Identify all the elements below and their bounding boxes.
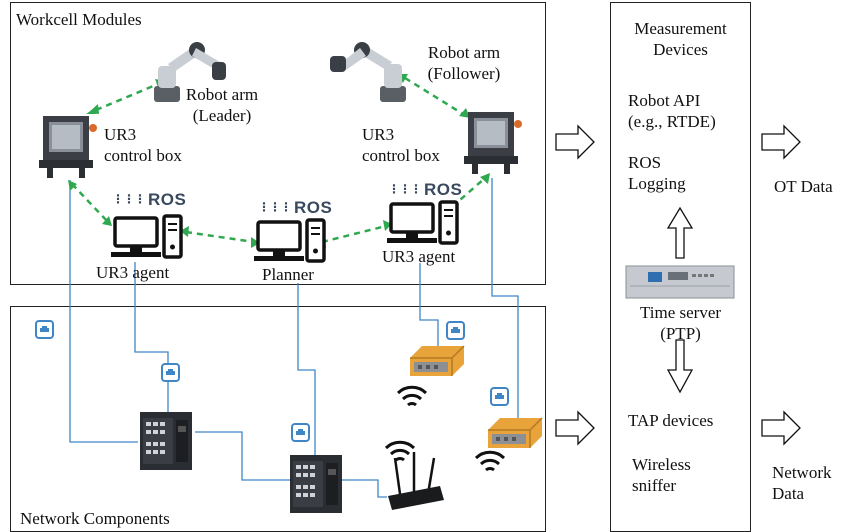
ot-data-label: OT Data	[774, 177, 833, 196]
ros-logo-left: ⋮⋮⋮ROS	[112, 190, 187, 209]
arrow-right-icon	[761, 411, 801, 445]
agent-right-computer-icon	[385, 200, 459, 245]
wifi-icon	[396, 385, 428, 407]
arrow-right-icon	[761, 125, 801, 159]
time-server-image	[625, 265, 735, 299]
agent-left-computer-icon	[109, 214, 183, 259]
wifi-icon	[384, 440, 416, 462]
industrial-switch-left-image	[140, 412, 192, 470]
workcell-modules-title: Workcell Modules	[16, 10, 142, 29]
ros-logo-planner: ⋮⋮⋮ROS	[258, 198, 333, 217]
network-components-panel	[10, 306, 546, 532]
robot-api-label: Robot API(e.g., RTDE)	[628, 91, 716, 131]
network-links	[69, 178, 519, 498]
edge-device-top-image	[409, 345, 465, 377]
industrial-switch-right-image	[290, 455, 342, 513]
arrow-up-icon	[666, 206, 694, 259]
wifi-icon	[474, 450, 506, 472]
robot-arm-follower-image	[330, 42, 406, 102]
tap-devices-label: TAP devices	[628, 411, 714, 430]
arrow-right-icon	[555, 125, 595, 159]
edge-device-bottom-image	[487, 417, 543, 449]
arrow-down-icon	[666, 339, 694, 394]
ethernet-icon	[490, 387, 509, 406]
control-box-left-image	[39, 116, 97, 178]
arrow-right-icon	[555, 411, 595, 445]
agent-right-label: UR3 agent	[382, 247, 456, 266]
robot-leader-label: Robot arm(Leader)	[185, 85, 259, 125]
ethernet-icon	[35, 320, 54, 339]
robot-arm-leader-image	[154, 42, 226, 102]
robot-follower-label: Robot arm(Follower)	[427, 43, 501, 83]
wireless-router-image	[388, 452, 444, 510]
control-box-right-image	[464, 112, 522, 174]
ethernet-icon	[161, 363, 180, 382]
time-server-label: Time server(PTP)	[639, 303, 722, 343]
network-components-title: Network Components	[20, 509, 170, 528]
planner-computer-icon	[252, 218, 326, 263]
ros-logo-right: ⋮⋮⋮ROS	[388, 180, 463, 199]
ethernet-icon	[291, 423, 310, 442]
planner-label: Planner	[262, 265, 314, 284]
ethernet-icon	[446, 321, 465, 340]
agent-left-label: UR3 agent	[96, 263, 170, 282]
